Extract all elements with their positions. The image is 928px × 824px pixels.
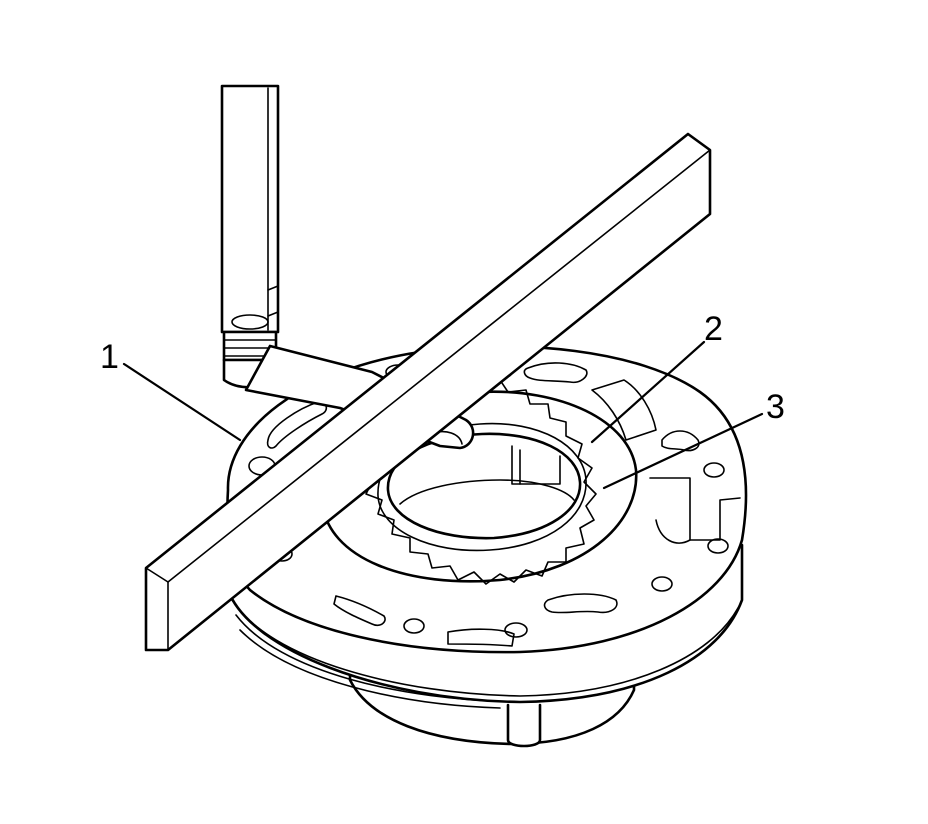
leader-line-3 xyxy=(602,412,764,490)
callout-label-1: 1 xyxy=(100,338,119,376)
pump-face-details xyxy=(248,362,741,647)
leader-line-2 xyxy=(590,340,706,444)
leader-line-1 xyxy=(122,362,242,442)
callout-2: 2 xyxy=(590,310,723,444)
straight-edge xyxy=(144,132,712,652)
callout-label-3: 3 xyxy=(766,388,785,426)
callout-3: 3 xyxy=(602,388,785,490)
callout-label-2: 2 xyxy=(704,310,723,348)
callout-1: 1 xyxy=(100,338,242,442)
